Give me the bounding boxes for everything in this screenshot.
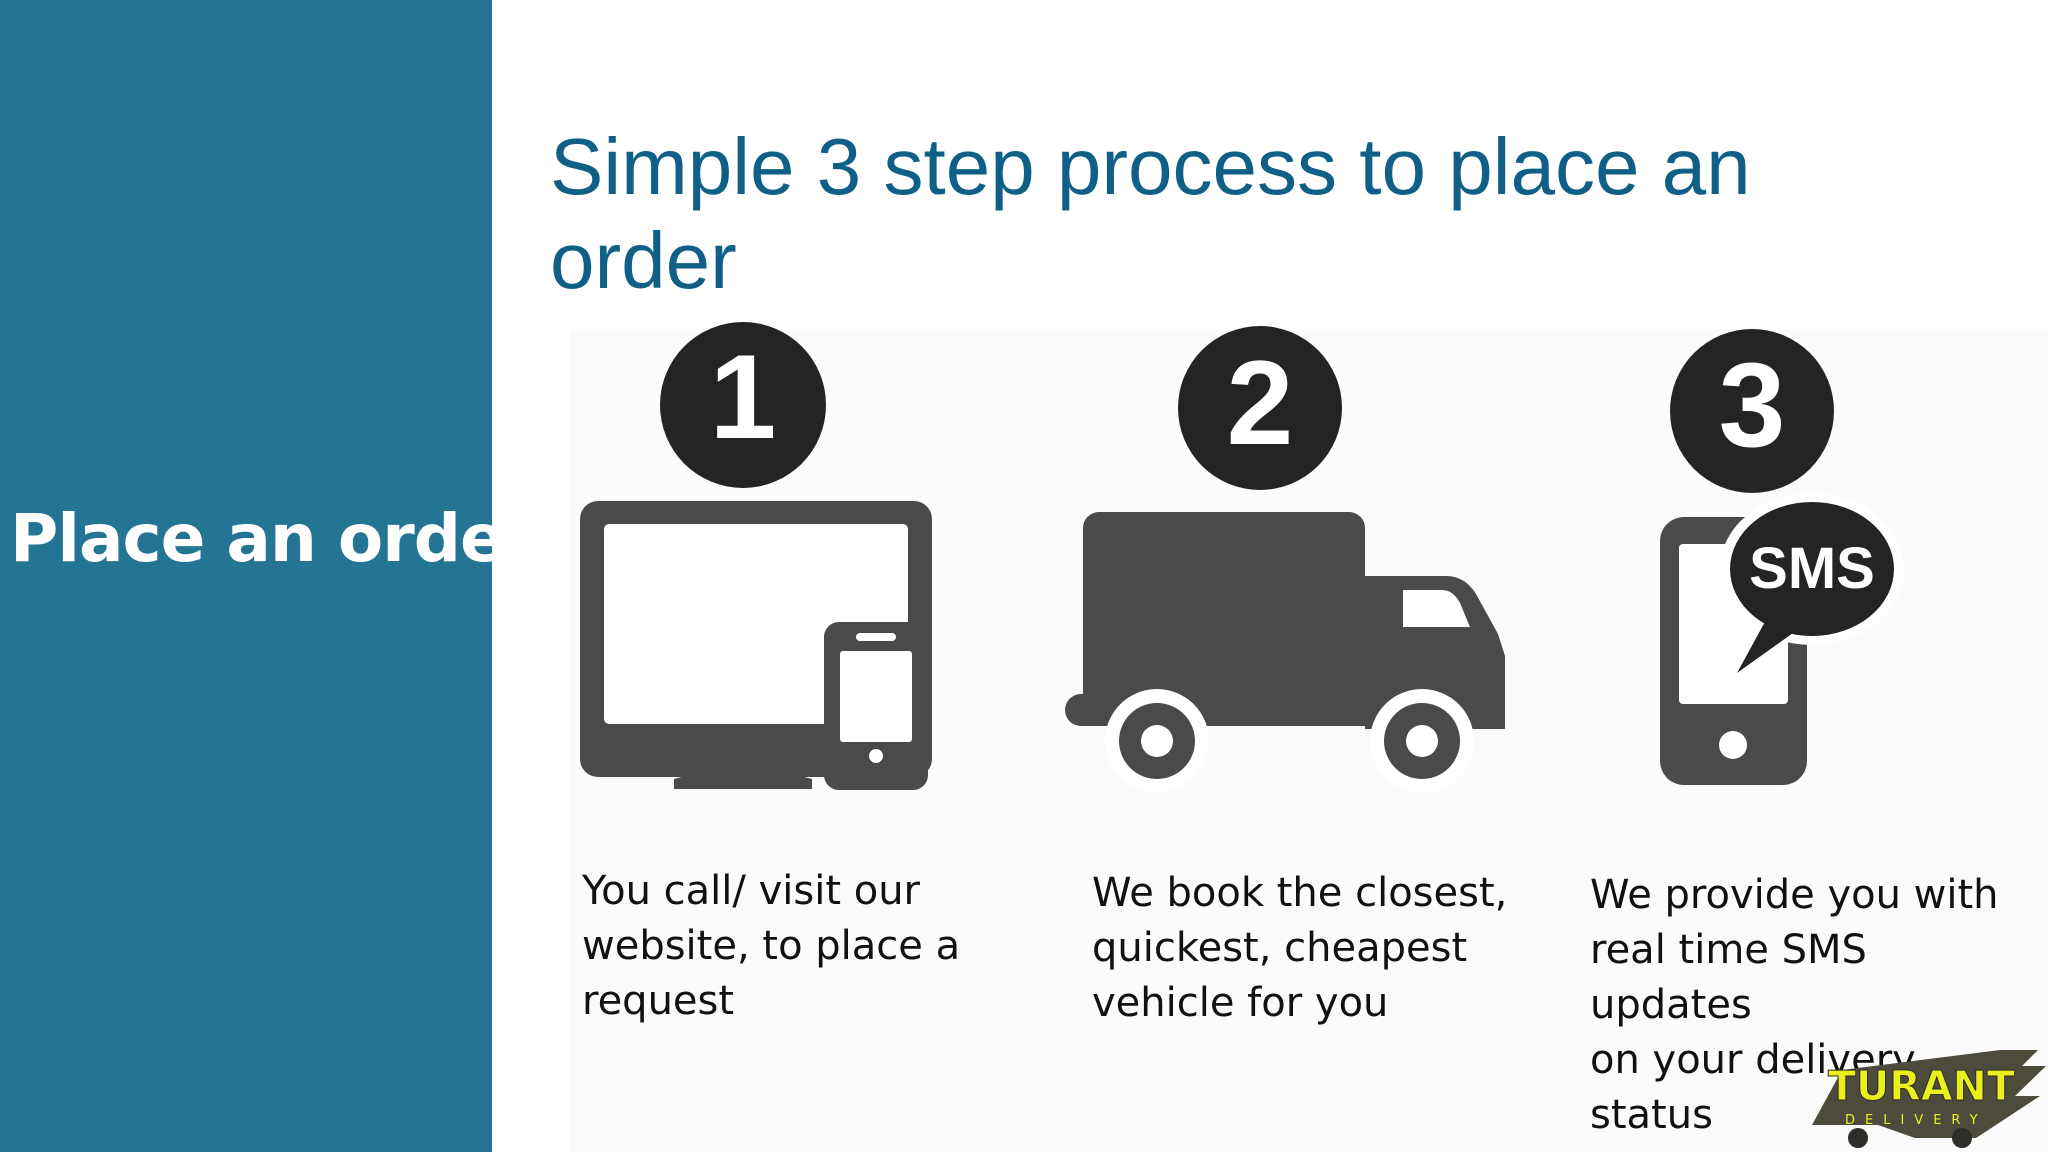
page-title: Simple 3 step process to place an order bbox=[550, 122, 1751, 305]
step-2-number-circle bbox=[1178, 326, 1342, 490]
step-1-number: 1 bbox=[710, 330, 777, 464]
truck-cargo-box bbox=[1083, 512, 1365, 726]
step-1-description: You call/ visit our website, to place a … bbox=[582, 868, 961, 1024]
sidebar: Place an order bbox=[0, 0, 536, 1152]
front-wheel-hub bbox=[1141, 725, 1173, 757]
rear-wheel-hub bbox=[1406, 725, 1438, 757]
logo-wheel-right bbox=[1952, 1128, 1972, 1148]
phone-speaker bbox=[856, 633, 896, 641]
truck-window bbox=[1403, 590, 1470, 627]
phone-screen bbox=[840, 651, 912, 742]
step-3-description: We provide you with real time SMS update… bbox=[1590, 872, 1999, 1138]
monitor-camera-dot bbox=[731, 692, 755, 716]
step-3-number: 3 bbox=[1719, 338, 1786, 472]
truck-cab bbox=[1365, 576, 1505, 729]
turant-delivery-logo: TURANT DELIVERY bbox=[1812, 1050, 2046, 1148]
sms-phone-icon: 3 SMS bbox=[1660, 329, 1904, 785]
step-3-number-circle bbox=[1670, 329, 1834, 493]
monitor-stand bbox=[674, 750, 812, 789]
sms-label: SMS bbox=[1749, 536, 1875, 601]
step-2-description: We book the closest, quickest, cheapest … bbox=[1092, 870, 1508, 1026]
step-1: 1 You call/ visit our website, to place … bbox=[570, 320, 960, 1080]
step-2: 2 We book the closest, quickest, cheapes… bbox=[1050, 320, 1520, 1080]
step-1-number-circle bbox=[660, 322, 826, 488]
sms-bubble-tail bbox=[1737, 620, 1800, 673]
computer-and-phone-icon: 1 bbox=[580, 322, 932, 790]
logo-tagline: DELIVERY bbox=[1845, 1113, 1988, 1128]
logo-wheel-left bbox=[1848, 1128, 1868, 1148]
logo-truck-shape bbox=[1812, 1050, 2046, 1138]
logo-name: TURANT bbox=[1828, 1062, 2015, 1110]
sms-phone-home-button bbox=[1719, 731, 1747, 759]
delivery-truck-icon: 2 bbox=[1065, 326, 1505, 793]
step-2-number: 2 bbox=[1227, 336, 1294, 470]
phone-button bbox=[869, 749, 883, 763]
step-3: 3 SMS We provide you with real time SMS … bbox=[1580, 320, 2040, 1138]
sms-speech-bubble bbox=[1730, 502, 1894, 636]
sidebar-title: Place an order bbox=[10, 500, 536, 577]
